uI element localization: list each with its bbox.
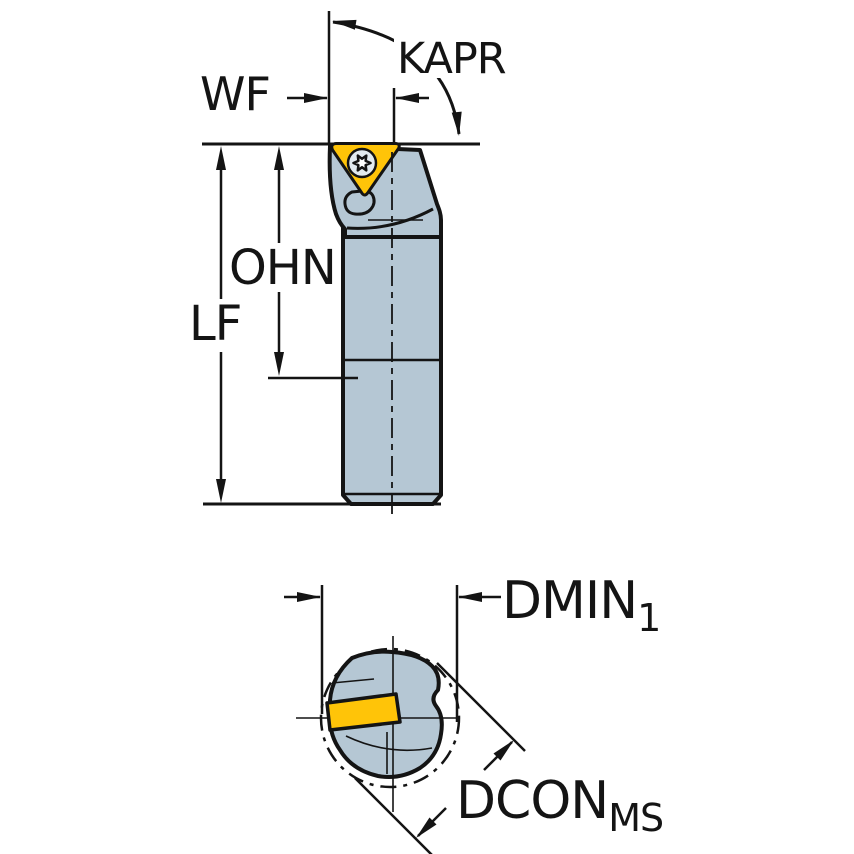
wf-arrowhead-right [395,93,419,103]
torx-star-icon [352,154,372,172]
wf-arrowhead-left [304,93,328,103]
head-neck-curve [346,207,434,230]
ohn-arrowhead-up [274,146,284,170]
dmin-arrowhead-right [458,592,482,602]
dmin-label: DMIN1 [502,571,660,640]
lf-label: LF [189,296,241,352]
wf-label: WF [200,67,270,121]
clamp-lug [343,189,376,216]
dmin-label-main: DMIN [502,571,637,631]
section-curve-line [345,735,433,752]
insert-end-view [325,692,402,732]
dcon-arrowhead-lower [416,817,437,838]
dmin-label-subscript: 1 [637,596,660,640]
kapr-label: KAPR [397,34,506,84]
kapr-label-background [394,36,522,78]
kapr-arc-arrowhead-end [451,111,462,136]
lf-arrowhead-down [216,479,226,503]
dcon-label-main: DCON [456,771,608,831]
dcon-tangent-line-upper [436,662,526,752]
dcon-arrowhead-upper [493,740,514,761]
dmin-arrowhead-left [297,592,321,602]
dcon-label: DCONMS [456,771,663,840]
section-facet-line [331,678,375,684]
dcon-label-subscript: MS [608,796,663,840]
lf-arrowhead-up [216,146,226,170]
kapr-arc-arrowhead-start [332,19,357,30]
ohn-arrowhead-down [274,352,284,376]
dcon-tangent-line-lower [354,777,433,854]
ohn-label: OHN [229,240,336,296]
